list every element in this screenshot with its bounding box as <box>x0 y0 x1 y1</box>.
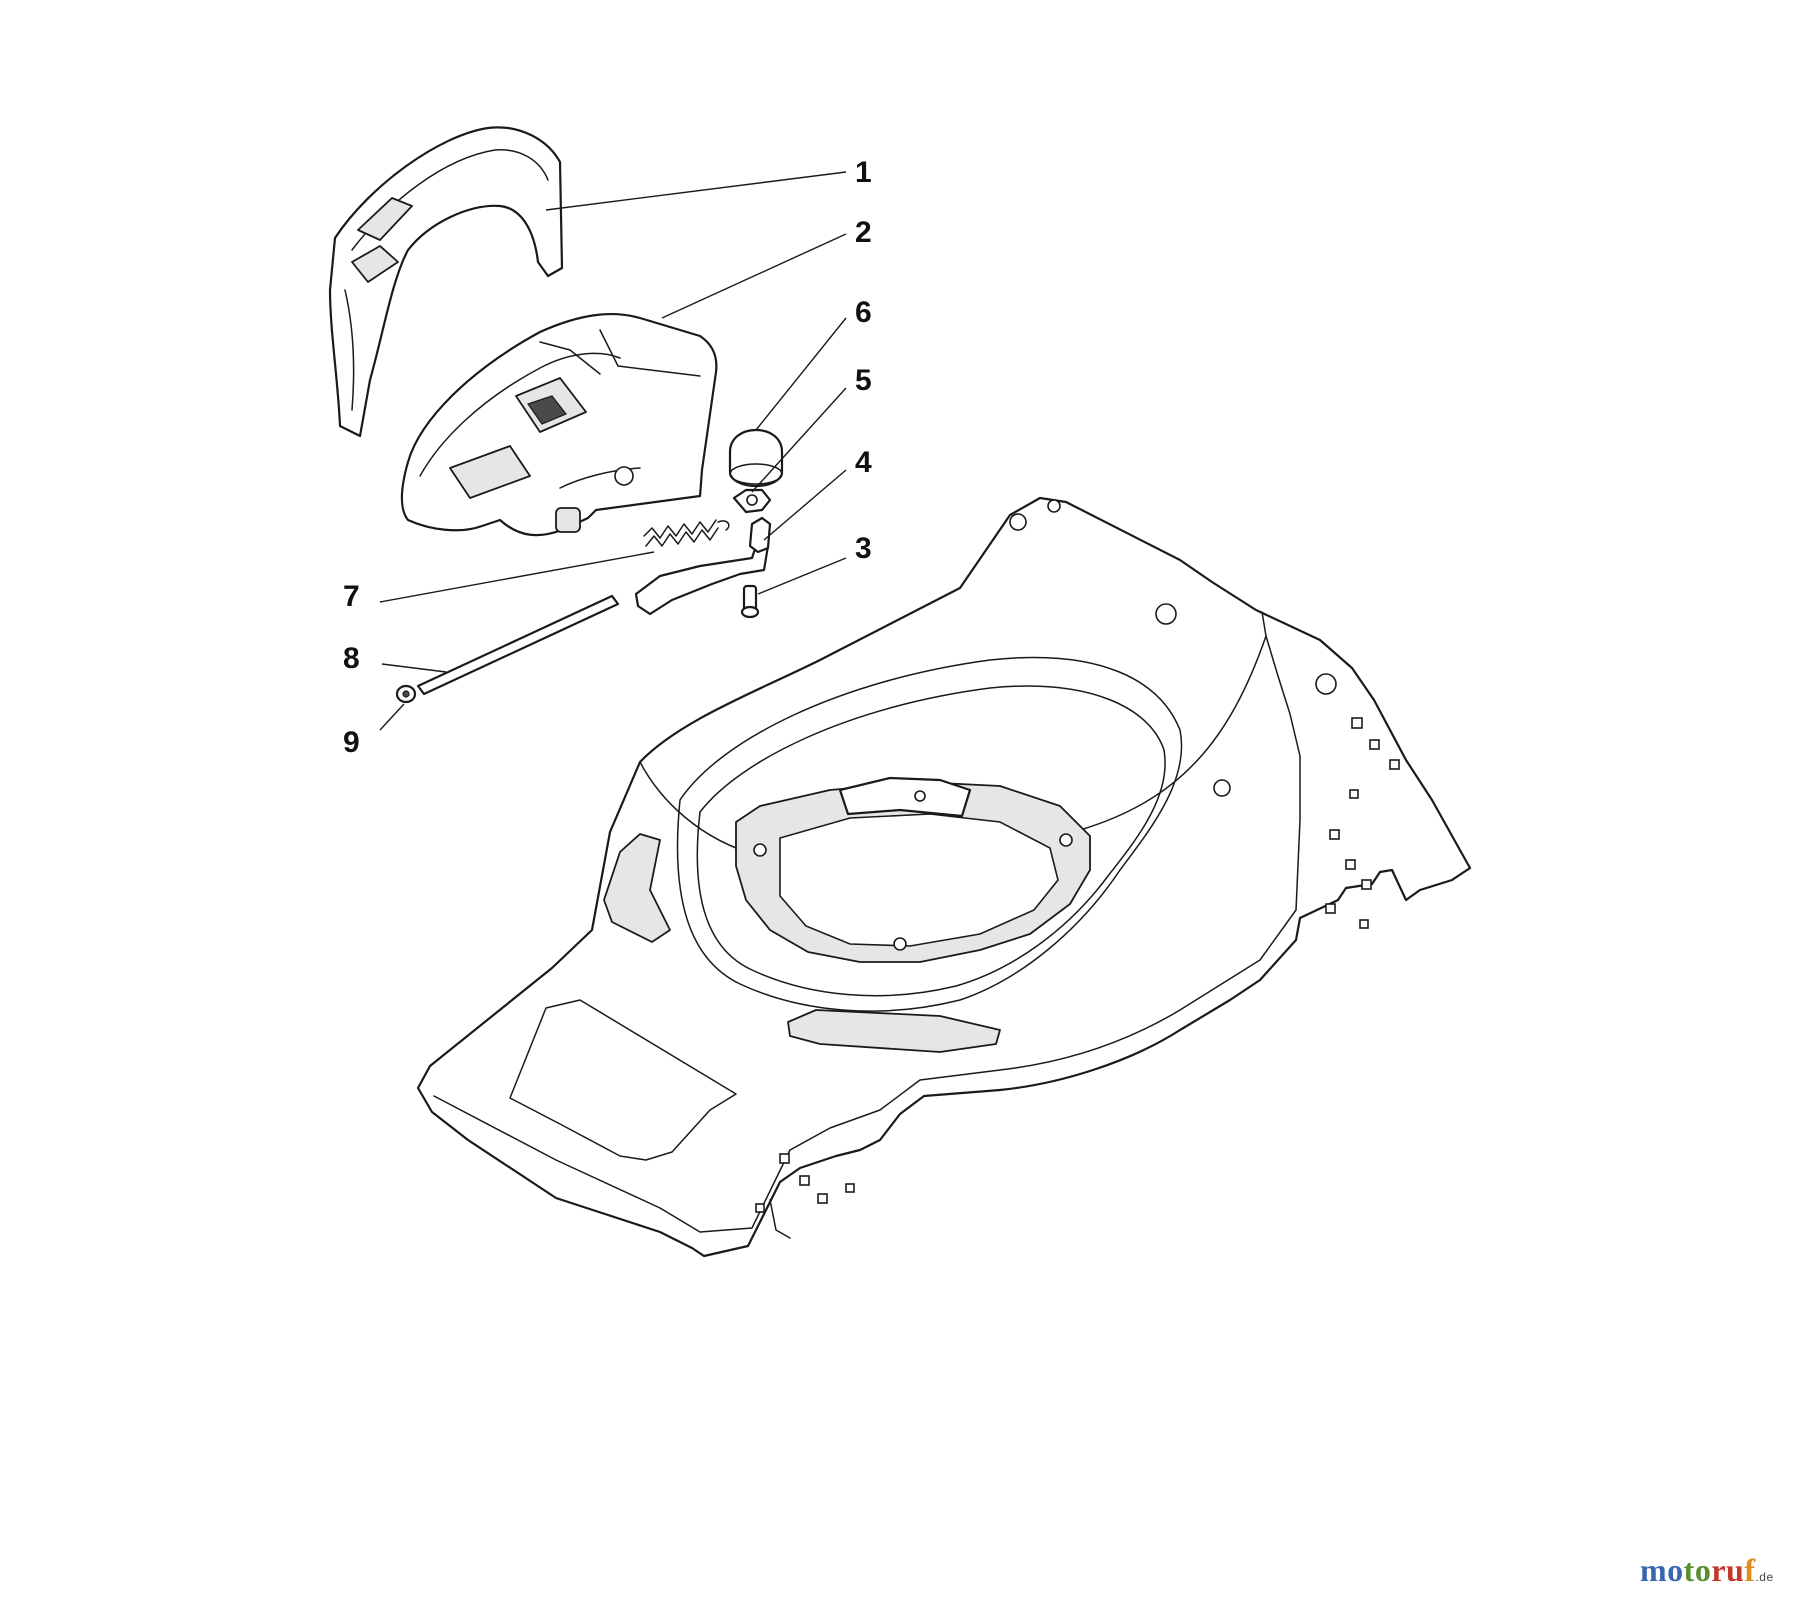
callout-8: 8 <box>343 642 360 675</box>
watermark-part-1: mo <box>1640 1552 1684 1588</box>
watermark-logo: motoruf.de <box>1640 1552 1774 1589</box>
callout-7: 7 <box>343 580 360 613</box>
part-7-spring <box>643 519 730 547</box>
part-3-bolt <box>740 584 760 619</box>
leader-7 <box>379 551 655 603</box>
callout-3: 3 <box>855 532 872 565</box>
callout-5: 5 <box>855 364 872 397</box>
leader-5 <box>751 387 847 493</box>
part-4-bracket <box>634 516 772 616</box>
callout-1: 1 <box>855 156 872 189</box>
leader-9 <box>379 703 405 731</box>
callout-2: 2 <box>855 216 872 249</box>
part-5-nut <box>732 488 772 514</box>
part-9-washer <box>395 684 417 704</box>
callouts: 1 2 6 5 4 3 7 8 9 <box>343 156 872 759</box>
part-1-rear-flap <box>328 126 564 438</box>
watermark-tld: .de <box>1755 1570 1774 1584</box>
watermark-part-4: f <box>1744 1552 1756 1588</box>
leader-8 <box>381 663 447 673</box>
leader-2 <box>661 233 847 319</box>
leader-3 <box>757 557 847 595</box>
leader-lines <box>379 171 847 731</box>
part-2-discharge-cover <box>400 313 718 537</box>
leader-4 <box>763 469 847 541</box>
mower-deck <box>416 496 1472 1258</box>
part-6-cap-nut <box>728 428 784 488</box>
watermark-part-2: to <box>1683 1552 1712 1588</box>
leader-1 <box>545 171 847 211</box>
watermark-part-3: ru <box>1711 1552 1745 1588</box>
leader-6 <box>755 317 847 431</box>
part-8-rod <box>416 594 620 696</box>
callout-9: 9 <box>343 726 360 759</box>
callout-4: 4 <box>855 446 872 479</box>
callout-6: 6 <box>855 296 872 329</box>
